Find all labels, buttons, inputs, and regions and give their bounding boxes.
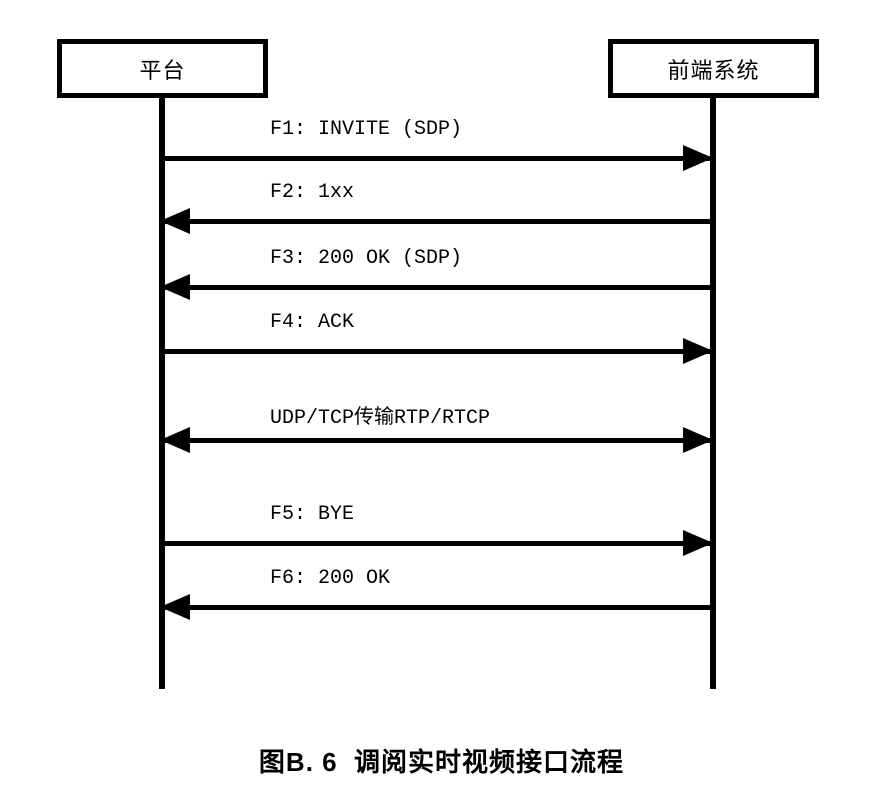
arrowhead-right-icon <box>683 338 713 364</box>
arrowhead-left-icon <box>160 208 190 234</box>
message-f3-label: F3: 200 OK (SDP) <box>270 247 463 270</box>
arrow-line <box>160 349 713 354</box>
figure-caption: 图B. 6 调阅实时视频接口流程 <box>258 747 625 777</box>
actor-box-frontend-system: 前端系统 <box>608 39 819 98</box>
arrow-line <box>160 156 713 161</box>
arrowhead-right-icon <box>683 427 713 453</box>
arrowhead-right-icon <box>683 530 713 556</box>
arrowhead-right-icon <box>683 145 713 171</box>
arrowhead-left-icon <box>160 427 190 453</box>
arrow-line <box>160 285 713 290</box>
actor-platform-label: 平台 <box>139 57 186 83</box>
message-f1-label: F1: INVITE (SDP) <box>270 118 463 141</box>
message-f2-label: F2: 1xx <box>270 181 355 204</box>
lifeline-platform <box>159 97 165 689</box>
actor-frontend-system-label: 前端系统 <box>667 57 760 83</box>
message-f5-label: F5: BYE <box>270 503 355 526</box>
arrow-line <box>160 541 713 546</box>
arrowhead-left-icon <box>160 274 190 300</box>
arrow-line <box>160 605 713 610</box>
message-f4-label: F4: ACK <box>270 311 355 334</box>
lifeline-frontend-system <box>710 97 716 689</box>
arrow-line <box>160 438 713 443</box>
message-f6-label: F6: 200 OK <box>270 567 391 590</box>
arrowhead-left-icon <box>160 594 190 620</box>
arrow-line <box>160 219 713 224</box>
actor-box-platform: 平台 <box>57 39 268 98</box>
message-media-label: UDP/TCP传输RTP/RTCP <box>270 407 491 430</box>
